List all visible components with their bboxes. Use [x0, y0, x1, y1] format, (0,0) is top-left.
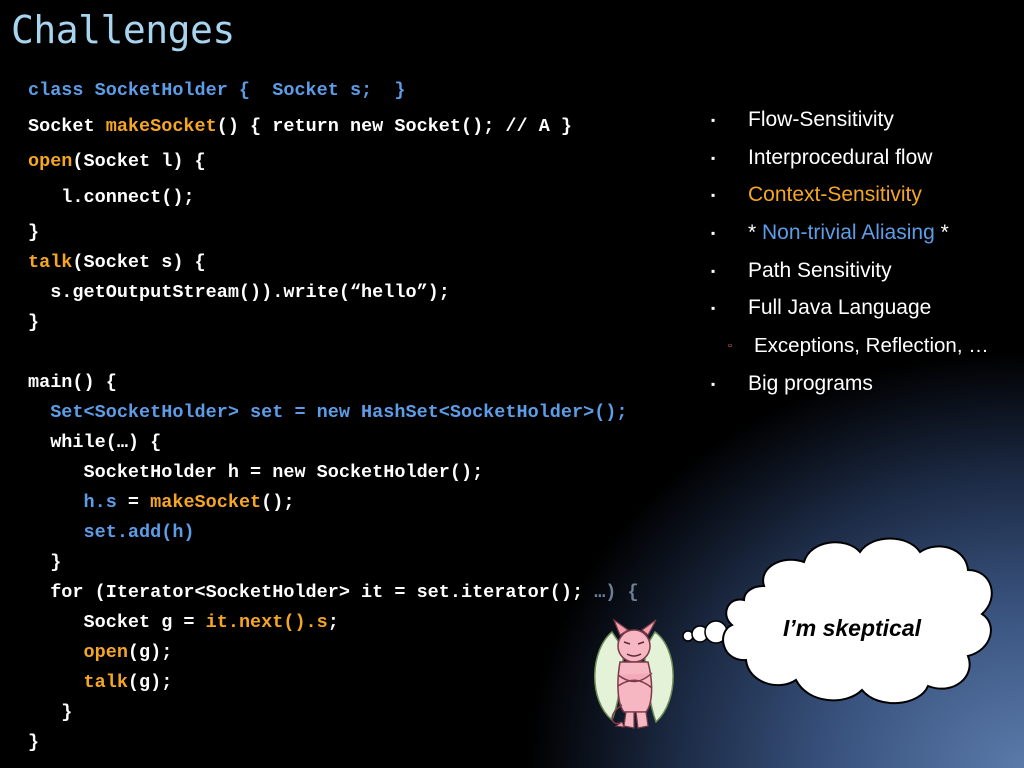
bullet-text: Exceptions, Reflection, …	[754, 333, 989, 359]
code-token: }	[28, 732, 40, 753]
code-token: (g);	[127, 672, 173, 693]
bullet-text-part: *	[934, 221, 949, 245]
code-token: set.add(h)	[28, 522, 195, 543]
code-line: class SocketHolder { Socket s; }	[28, 80, 405, 102]
code-token: }	[28, 222, 40, 243]
code-token: open	[28, 642, 128, 663]
bullet-text-part: Non-trivial Aliasing	[762, 221, 935, 245]
code-line: }	[28, 732, 39, 754]
bullet-item: ▪ Path Sensitivity	[706, 258, 1024, 296]
code-token: while(…) {	[28, 432, 162, 453]
bullet-item: ▪ * Non-trivial Aliasing *	[706, 220, 1024, 258]
code-token: makeSocket	[105, 116, 217, 137]
code-token: for (Iterator<SocketHolder> it = set.ite…	[28, 582, 595, 603]
bullet-list: ▪ Flow-Sensitivity ▪ Interprocedural flow ▪ C…	[706, 107, 1024, 409]
square-bullet-icon: ▪	[711, 263, 716, 278]
code-line: l.connect();	[28, 187, 195, 209]
code-token: (Socket l) {	[72, 151, 206, 172]
bullet-text: Context-Sensitivity	[748, 182, 922, 208]
code-token: ();	[261, 492, 295, 513]
code-line: }	[28, 552, 61, 574]
code-line: set.add(h)	[28, 522, 195, 544]
code-token: makeSocket	[150, 492, 262, 513]
code-line: }	[28, 222, 39, 244]
square-bullet-icon: ▪	[711, 226, 716, 241]
bullet-item: ▪ Flow-Sensitivity	[706, 107, 1024, 145]
bullet-text: Flow-Sensitivity	[748, 107, 894, 133]
bullet-text-part: Interprocedural flow	[748, 145, 933, 169]
bullet-text: Path Sensitivity	[748, 258, 892, 284]
code-token: talk	[28, 672, 128, 693]
code-token: l.connect();	[28, 187, 195, 208]
code-token: h.s	[28, 492, 117, 513]
bullet-text-part: Flow-Sensitivity	[748, 108, 894, 131]
code-line: Set<SocketHolder> set = new HashSet<Sock…	[28, 402, 628, 424]
bullet-text-part: Exceptions, Reflection, …	[754, 334, 989, 358]
sub-bullet-item: ▫ Exceptions, Reflection, …	[706, 333, 1024, 371]
code-token: talk	[28, 252, 73, 273]
code-token: }	[28, 552, 62, 573]
code-line: SocketHolder h = new SocketHolder();	[28, 462, 484, 484]
code-line: for (Iterator<SocketHolder> it = set.ite…	[28, 582, 639, 604]
slide-title: Challenges	[11, 8, 235, 52]
square-bullet-icon: ▪	[711, 150, 716, 165]
bullet-text: * Non-trivial Aliasing *	[748, 220, 949, 246]
bullet-text-part: Full Java Language	[748, 296, 932, 320]
code-line: open(Socket l) {	[28, 151, 206, 173]
code-line: while(…) {	[28, 432, 161, 454]
bullet-text-part: Context-Sensitivity	[748, 183, 922, 207]
code-token: () { return new Socket(); // A }	[216, 116, 573, 137]
bullet-item: ▪ Context-Sensitivity	[706, 182, 1024, 220]
square-bullet-icon: ▪	[711, 188, 716, 203]
code-line: h.s = makeSocket();	[28, 492, 295, 514]
bullet-text: Interprocedural flow	[748, 145, 932, 171]
code-token: (g);	[127, 642, 173, 663]
bullet-text-part: *	[748, 221, 763, 245]
code-token: main() {	[28, 372, 117, 393]
code-token: =	[116, 492, 151, 513]
code-token: Socket	[28, 116, 106, 137]
bullet-text: Full Java Language	[748, 295, 931, 321]
code-line: Socket g = it.next().s;	[28, 612, 339, 634]
bullet-item: ▪ Full Java Language	[706, 295, 1024, 333]
code-token: ;	[327, 612, 339, 633]
code-line: main() {	[28, 372, 117, 394]
bullet-text-part: Big programs	[748, 372, 873, 396]
bullet-text-part: Path Sensitivity	[748, 258, 892, 282]
bullet-item: ▪ Interprocedural flow	[706, 145, 1024, 183]
code-token: }	[28, 702, 73, 723]
code-line: open(g);	[28, 642, 173, 664]
code-token: Socket g =	[28, 612, 206, 633]
square-bullet-icon: ▪	[711, 113, 716, 127]
code-line: s.getOutputStream()).write(“hello”);	[28, 282, 450, 304]
code-token: Set<SocketHolder> set = new HashSet<Sock…	[28, 402, 628, 423]
code-line: }	[28, 312, 39, 334]
code-token: class SocketHolder { Socket s; }	[28, 80, 406, 101]
code-token: s.getOutputStream()).write(“hello”);	[28, 282, 450, 303]
code-token: }	[28, 312, 40, 333]
square-bullet-icon: ▪	[711, 377, 716, 392]
code-token: it.next().s	[205, 612, 328, 633]
code-line: }	[28, 702, 72, 724]
code-line: Socket makeSocket() { return new Socket(…	[28, 116, 572, 138]
hollow-square-bullet-icon: ▫	[728, 340, 732, 353]
code-token: open	[28, 151, 73, 172]
code-line: talk(g);	[28, 672, 173, 694]
code-line: talk(Socket s) {	[28, 252, 206, 274]
code-token: (Socket s) {	[72, 252, 206, 273]
bullet-item: ▪ Big programs	[706, 371, 1024, 409]
bullet-text: Big programs	[748, 371, 873, 397]
code-token: SocketHolder h = new SocketHolder();	[28, 462, 484, 483]
square-bullet-icon: ▪	[711, 301, 716, 316]
code-token: …) {	[594, 582, 639, 603]
